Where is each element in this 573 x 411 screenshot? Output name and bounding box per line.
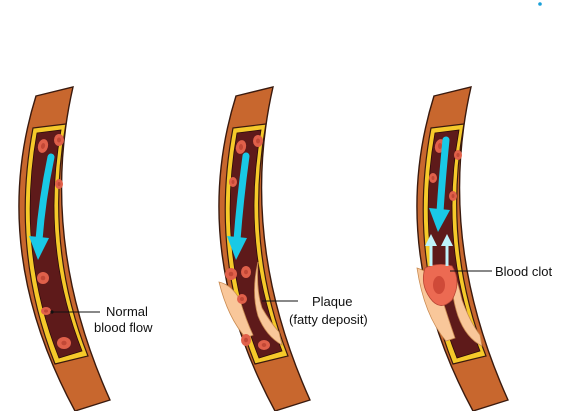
- leader-dot-normal: [50, 310, 54, 314]
- label-normal-line1: Normal: [106, 304, 148, 319]
- blood-cell-icon: [235, 140, 247, 154]
- blood-cell-icon: [237, 294, 247, 304]
- vessel-plaque: [218, 86, 311, 411]
- blood-cell-icon: [241, 266, 251, 278]
- label-plaque-line2: (fatty deposit): [289, 312, 368, 327]
- corner-dot-icon: [538, 2, 542, 6]
- blood-cell-icon: [253, 135, 263, 147]
- flow-arrow-icon: [29, 153, 55, 260]
- blood-cell-icon: [37, 272, 49, 284]
- blood-cell-icon: [454, 150, 462, 160]
- reverse-flow-arrow-icon: [425, 234, 437, 266]
- flow-arrow-icon: [227, 152, 250, 260]
- vessel-normal: [18, 86, 111, 411]
- blood-cell-icon: [41, 307, 51, 315]
- label-normal-line2: blood flow: [94, 320, 153, 335]
- blood-cell-icon: [37, 139, 49, 153]
- plaque-deposit-right: [254, 261, 283, 346]
- plaque-deposit-left: [218, 281, 254, 339]
- blood-cell-icon: [57, 337, 71, 349]
- blood-cell-icon: [229, 177, 237, 187]
- vessel-clot: [416, 86, 509, 411]
- label-clot: Blood clot: [495, 264, 552, 279]
- blood-cell-icon: [449, 191, 457, 201]
- reverse-flow-arrow-icon: [441, 234, 453, 266]
- flow-arrow-icon: [429, 136, 450, 232]
- blood-cell-icon: [54, 134, 64, 146]
- blood-cell-icon: [225, 268, 237, 280]
- blood-clot: [422, 264, 458, 306]
- blood-cell-icon: [258, 340, 270, 350]
- label-plaque-line1: Plaque: [312, 294, 352, 309]
- blood-cell-icon: [429, 173, 437, 183]
- blood-cell-icon: [55, 179, 63, 189]
- blood-cell-icon: [241, 334, 251, 346]
